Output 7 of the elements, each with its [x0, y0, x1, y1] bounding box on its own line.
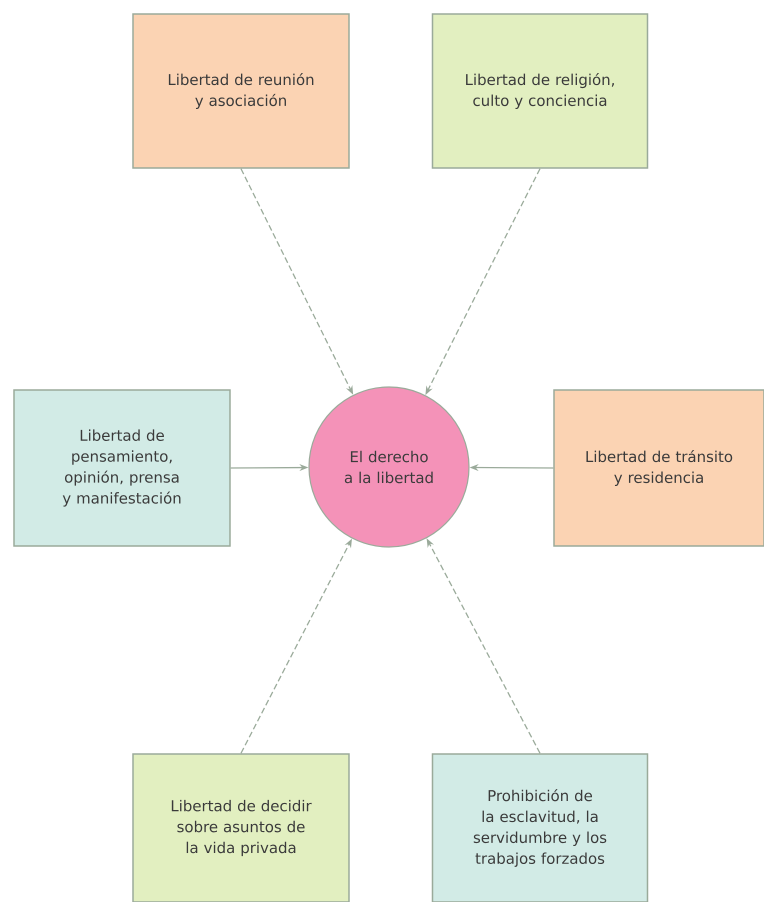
text-box: Libertad de tránsito y residencia	[553, 389, 764, 547]
text-box: Libertad de religión, culto y conciencia	[432, 13, 648, 169]
text-box: Libertad de reunión y asociación	[132, 13, 350, 169]
text-box: Libertad de pensamiento, opinión, prensa y manifestación	[13, 389, 231, 547]
circle-node: El derecho a la libertad	[308, 386, 470, 548]
text-box: Prohibición de la esclavitud, la servidumbre y los trabajos forzados	[432, 753, 648, 902]
text-box: Libertad de decidir sobre asuntos de la vida privada	[132, 753, 350, 902]
